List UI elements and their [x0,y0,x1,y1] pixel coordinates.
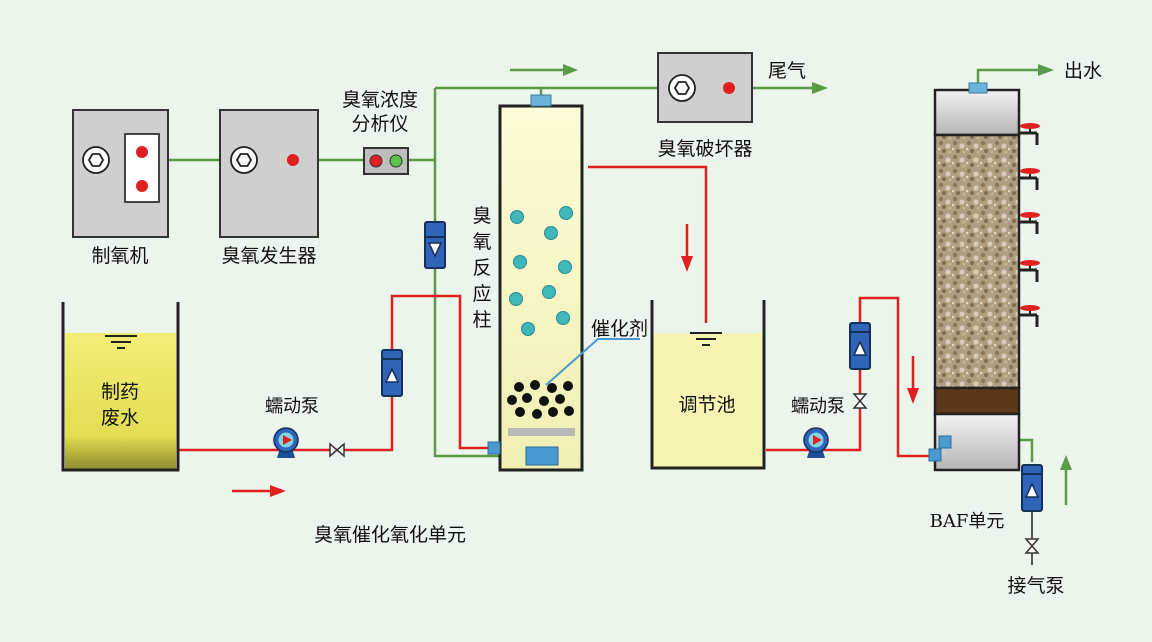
catalyst-particles [507,380,574,419]
tap-icon [1017,303,1042,329]
tap-icon [1017,210,1042,236]
tap-icon [1017,121,1042,147]
ozone-analyzer-label: 臭氧浓度分析仪 [342,89,418,135]
catalyst-label: 催化剂 [591,318,648,340]
pump2-label: 蠕动泵 [791,396,845,417]
hexnut-icon [668,74,696,102]
ozone-analyzer [363,147,409,175]
valve-icon [1025,538,1039,554]
red-indicator-icon [287,154,299,166]
tap-icon [1017,258,1042,284]
baf-unit-label: BAF单元 [930,511,1005,532]
air-flowmeter-icon [1021,464,1043,512]
tail-gas-label: 尾气 [768,60,806,82]
water-flowmeter-icon [381,349,403,397]
green-indicator-icon [389,154,403,168]
baf-unit [928,82,1042,472]
oxygen-machine [72,109,169,238]
red-indicator-icon [136,180,148,192]
ozone-generator-label: 臭氧发生器 [221,245,316,267]
baf-flowmeter-icon [849,322,871,370]
air-pump-label: 接气泵 [1007,575,1064,597]
water-flow-arrows [232,224,919,497]
ozone-destroyer [657,52,753,123]
gas-lines [168,68,1040,462]
valve-icon [329,443,345,457]
outlet-water-label: 出水 [1064,60,1102,82]
hexnut-icon [230,146,258,174]
reactor-label: 臭氧反应柱 [472,205,491,331]
ozone-reactor-column [487,94,640,472]
oxygen-machine-label: 制氧机 [91,245,148,267]
regulating-tank [650,300,766,470]
wastewater-label: 制药废水 [101,381,139,429]
unit-caption: 臭氧催化氧化单元 [314,524,466,546]
ozone-generator [219,109,319,238]
ozone-flowmeter-icon [424,221,446,269]
water-lines [178,165,930,458]
valve-icon [853,393,867,409]
tap-icon [1017,166,1042,192]
pump1-label: 蠕动泵 [265,396,319,417]
red-indicator-icon [136,146,148,158]
peristaltic-pump-icon [803,427,829,459]
peristaltic-pump-icon [273,427,299,459]
ozone-destroyer-label: 臭氧破坏器 [657,138,752,160]
regulating-tank-label: 调节池 [678,394,735,416]
ozone-bubbles [509,206,573,336]
red-indicator-icon [723,82,735,94]
wastewater-tank [61,302,180,472]
hexnut-icon [82,146,110,174]
